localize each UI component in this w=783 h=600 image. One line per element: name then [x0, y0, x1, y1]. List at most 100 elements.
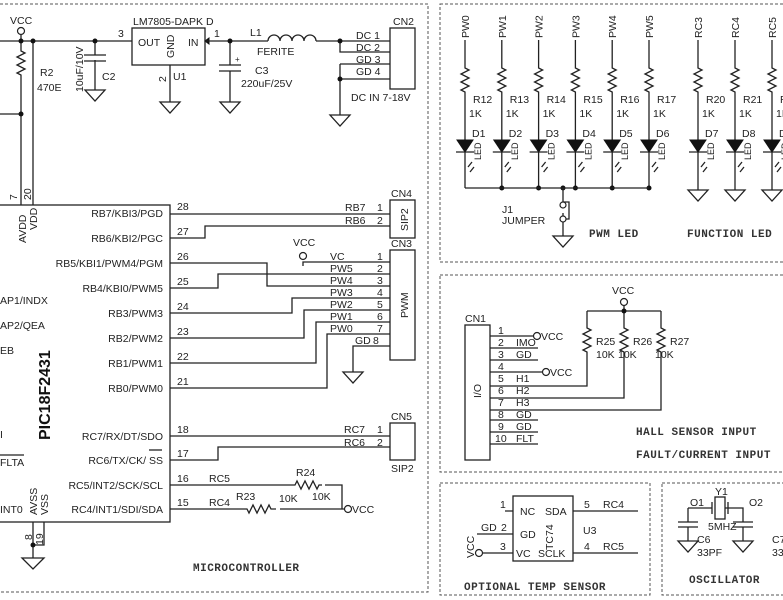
- light-emission-icon: [614, 161, 622, 173]
- resistor-value: 1K: [506, 108, 519, 120]
- left-pin: AP2/QEA: [0, 320, 45, 332]
- diode-label: D6: [656, 128, 670, 140]
- led-net-label: PW2: [534, 15, 546, 38]
- cn1-pin-net: H1: [516, 373, 530, 385]
- cn1-pin-num: 2: [498, 337, 504, 349]
- led-net-label: PW4: [607, 15, 619, 38]
- led-type: LED: [780, 142, 783, 160]
- function-led-title: FUNCTION LED: [687, 229, 772, 241]
- c7-label: C7: [772, 534, 783, 546]
- mcu-pin-number: 21: [177, 376, 189, 388]
- diode-label: D3: [546, 128, 560, 140]
- mcu-pin-number: 18: [177, 424, 189, 436]
- mcu-pin-number: 15: [177, 497, 189, 509]
- l1-value: FERITE: [257, 46, 294, 58]
- mcu-pin-number: 16: [177, 473, 189, 485]
- fault-current-title: FAULT/CURRENT INPUT: [636, 450, 771, 462]
- mcu-pin-name: RB1/PWM1: [108, 358, 163, 370]
- resistor-icon: [606, 65, 618, 95]
- cn1-pin-net: H3: [516, 397, 530, 409]
- microcontroller-section-border: [0, 3, 429, 593]
- pullup-vcc-label: VCC: [352, 504, 375, 516]
- temp-pin-name: NC: [520, 506, 536, 518]
- ground-icon: [723, 189, 747, 202]
- left-pin: INT0: [0, 504, 23, 516]
- resistor-label: R14: [547, 94, 566, 106]
- mcu-pin-name: RB5/KBI1/PWM4/PGM: [56, 258, 163, 270]
- vcc-terminal-icon: [474, 548, 484, 558]
- cn3-pin-net: PW3: [330, 287, 353, 299]
- cn1-pin-net: IMO: [516, 337, 536, 349]
- ground-icon: [676, 540, 755, 553]
- u1-pin-in-number: 1: [214, 28, 220, 40]
- led-net-label: PW5: [644, 15, 656, 38]
- cn1-pin-num: 1: [498, 325, 504, 337]
- hall-section-border: [439, 274, 783, 473]
- cn4-pin-num: 2: [377, 215, 383, 227]
- temp-pin-name: VC: [516, 548, 531, 560]
- resistor-value: 1K: [739, 108, 752, 120]
- c6-value: 33PF: [697, 547, 722, 559]
- resistor-icon: [533, 65, 545, 95]
- cn1-pin-num: 4: [498, 361, 504, 373]
- cn1-pin-num: 5: [498, 373, 504, 385]
- y1-crystal-icon: [714, 496, 726, 520]
- led-type: LED: [583, 142, 593, 160]
- u1-gnd-pin: GND: [165, 34, 177, 58]
- light-emission-icon: [541, 161, 549, 173]
- jumper-pin-icon[interactable]: [559, 201, 567, 209]
- microcontroller-title: MICROCONTROLLER: [193, 563, 300, 575]
- temp-part: TC74: [544, 524, 556, 550]
- cn2-pin-3: GD 3: [356, 54, 381, 66]
- mcu-pin-number: 17: [177, 448, 189, 460]
- mcu-pin-name: RC4/INT1/SDI/SDA: [71, 504, 163, 516]
- ground-icon: [83, 89, 107, 102]
- r2-resistor-icon: [15, 48, 27, 78]
- led-section: PW0R121KD1LEDPW1R131KD2LEDPW2R141KD3LEDP…: [456, 15, 783, 248]
- resistor-value: 1K: [616, 108, 629, 120]
- cn5-pin-net: RC7: [344, 424, 365, 436]
- cn3-vcc-label: VCC: [293, 237, 316, 249]
- jumper-pin-icon[interactable]: [559, 215, 567, 223]
- r24-label: R24: [296, 467, 315, 479]
- microcontroller: PIC18F2431 7 20 AVDD VDD AVSS VSS 8 19 A…: [0, 188, 416, 575]
- mcu-pin-number: 24: [177, 301, 189, 313]
- mcu-pin-name: RB0/PWM0: [108, 383, 163, 395]
- cn1-label: CN1: [465, 313, 486, 325]
- pin-vss-number: 19: [34, 533, 46, 545]
- u1-regulator: [131, 27, 206, 66]
- led-type: LED: [547, 142, 557, 160]
- o2-label: O2: [749, 497, 763, 509]
- resistor-icon: [459, 65, 471, 95]
- resistor-label: R16: [620, 94, 639, 106]
- temp-pin-net: VCC: [465, 535, 477, 558]
- j1-label: J1: [502, 204, 513, 216]
- y1-label: Y1: [715, 486, 728, 498]
- cn5-connector: [389, 422, 416, 461]
- oscillator-title: OSCILLATOR: [689, 575, 760, 587]
- u1-label: U1: [173, 71, 187, 83]
- c3-value: 220uF/25V: [241, 78, 292, 90]
- left-pin: EB: [0, 345, 14, 357]
- led-type: LED: [657, 142, 667, 160]
- left-pin: FLTA: [0, 457, 24, 469]
- resistor-label: R12: [473, 94, 492, 106]
- cn5-pin-net: RC6: [344, 437, 365, 449]
- avss-pin: AVSS: [28, 488, 40, 515]
- mcu-pin-number: 26: [177, 251, 189, 263]
- ground-icon: [158, 101, 182, 114]
- r23-value: 10K: [279, 493, 298, 505]
- vdd-pin: VDD: [28, 207, 40, 230]
- cn2-pin-2: DC 2: [356, 42, 380, 54]
- mcu-part: PIC18F2431: [37, 350, 54, 440]
- pic18f2431-chip: [0, 204, 171, 523]
- vcc-terminal-icon: [16, 26, 26, 36]
- cn3-pin-net: PW2: [330, 299, 353, 311]
- pin-avdd-number: 7: [8, 194, 20, 200]
- u1-in-pin: IN: [188, 37, 199, 49]
- rc5-net: RC5: [209, 473, 230, 485]
- cn3-pin-num: 2: [377, 263, 383, 275]
- light-emission-icon: [504, 161, 512, 173]
- mcu-pin-name: RC7/RX/DT/SDO: [82, 431, 163, 443]
